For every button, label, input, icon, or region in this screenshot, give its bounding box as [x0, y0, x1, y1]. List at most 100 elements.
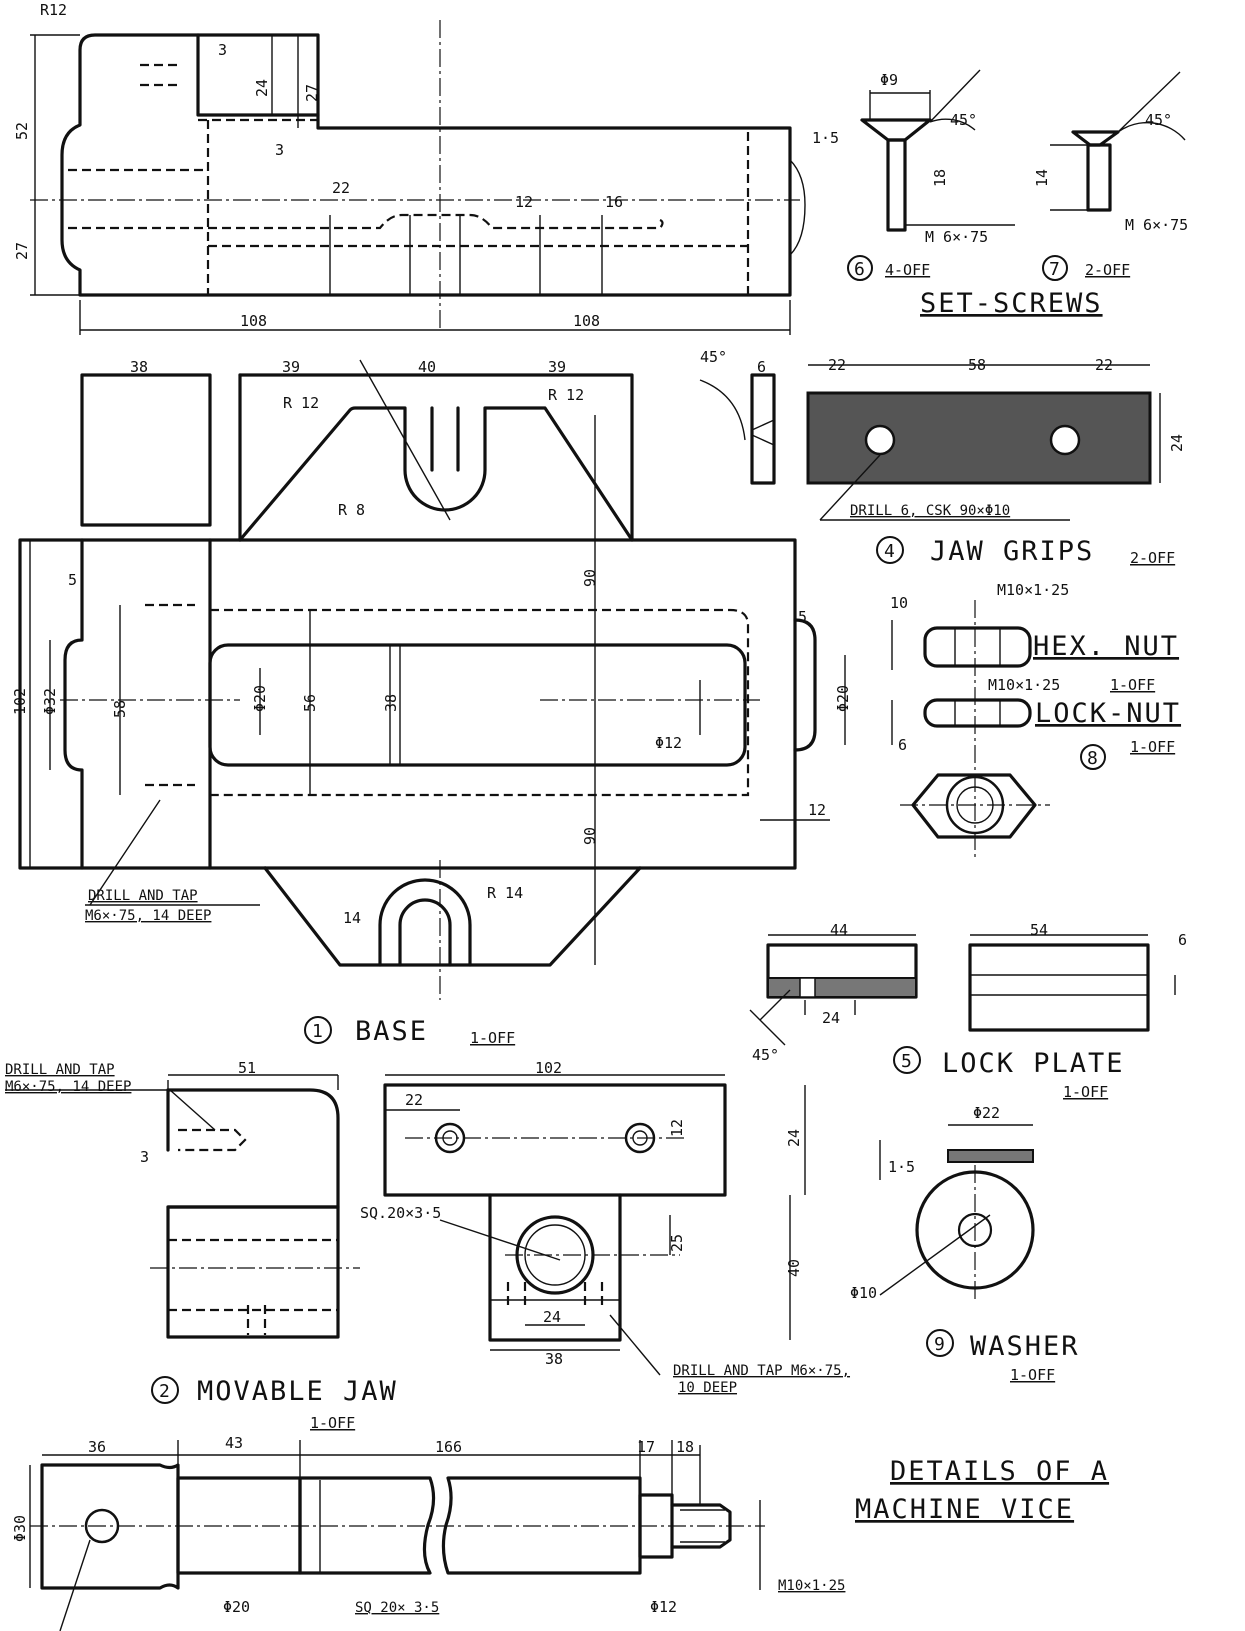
dim-52: 52: [13, 122, 31, 140]
dim-43: 43: [225, 1434, 243, 1452]
dim-54: 54: [1030, 921, 1048, 939]
lock-plate-view: [749, 934, 1176, 1046]
dim-45-grip: 45°: [700, 348, 727, 366]
dim-24-plate: 24: [822, 1009, 840, 1027]
dim-108-right: 108: [573, 312, 600, 330]
dim-102-base: 102: [11, 688, 29, 715]
svg-text:5: 5: [901, 1051, 912, 1072]
svg-text:4: 4: [884, 541, 895, 562]
nuts-label: 8 1-OFF: [1080, 738, 1175, 770]
svg-text:9: 9: [934, 1334, 945, 1355]
dim-45-6: 45°: [950, 111, 977, 129]
dim-58-base: 58: [111, 700, 129, 718]
dim-r12: R12: [40, 1, 67, 19]
svg-text:8: 8: [1087, 748, 1098, 769]
svg-text:1-OFF: 1-OFF: [310, 1414, 355, 1432]
dim-3-top: 3: [218, 41, 227, 59]
note-spindle-thread: M10×1·25: [778, 1578, 845, 1594]
svg-text:1-OFF: 1-OFF: [1130, 738, 1175, 756]
note-jaw-drill: DRILL AND TAP: [5, 1062, 115, 1078]
dim-39-left: 39: [282, 358, 300, 376]
lock-nut-title: LOCK-NUT: [1035, 698, 1181, 729]
dim-phi30: Φ30: [11, 1515, 29, 1542]
note-sq-thread: SQ.20×3·5: [360, 1204, 441, 1222]
dim-38-jaw: 38: [545, 1350, 563, 1368]
dim-3-jaw: 3: [140, 1148, 149, 1166]
hex-nut-view: [891, 600, 1050, 860]
dim-24-jaw-bottom: 24: [543, 1308, 561, 1326]
jaw-grips-view: [699, 364, 1161, 521]
washer-title: 9 WASHER 1-OFF: [926, 1329, 1080, 1384]
note-grip-drill: DRILL 6, CSK 90×Φ10: [850, 503, 1010, 519]
svg-text:2-OFF: 2-OFF: [1130, 549, 1175, 567]
note-locknut-thread: M10×1·25: [988, 676, 1060, 694]
svg-text:1-OFF: 1-OFF: [1010, 1366, 1055, 1384]
dim-25-jaw: 25: [668, 1234, 686, 1252]
dim-166: 166: [435, 1438, 462, 1456]
dim-12-right: 12: [808, 801, 826, 819]
movable-jaw-view: [5, 1074, 806, 1376]
dim-14-screw: 14: [1033, 169, 1051, 187]
note-base-drill-spec: M6×·75, 14 DEEP: [85, 908, 211, 924]
dim-6-grip: 6: [757, 358, 766, 376]
set-screw-6-view: [860, 69, 1015, 232]
dim-22-grip-left: 22: [828, 356, 846, 374]
svg-text:LOCK PLATE: LOCK PLATE: [942, 1048, 1125, 1079]
dim-5-left: 5: [68, 571, 77, 589]
movable-jaw-title: 2 MOVABLE JAW 1-OFF: [151, 1376, 396, 1432]
base-plan-view: [18, 359, 846, 1000]
dim-6-nut: 6: [898, 736, 907, 754]
dim-38-slot: 38: [382, 694, 400, 712]
dim-3-mid: 3: [275, 141, 284, 159]
dim-45-plate: 45°: [752, 1046, 779, 1064]
dim-58-grip: 58: [968, 356, 986, 374]
svg-text:1-OFF: 1-OFF: [1063, 1083, 1108, 1101]
svg-text:6: 6: [854, 259, 865, 280]
dim-24-grip: 24: [1168, 434, 1186, 452]
dim-phi12-base: Φ12: [655, 734, 682, 752]
dim-22-grip-right: 22: [1095, 356, 1113, 374]
dim-39-right: 39: [548, 358, 566, 376]
dim-1-5-washer: 1·5: [888, 1158, 915, 1176]
svg-text:BASE: BASE: [355, 1016, 428, 1047]
dim-22-base: 22: [332, 179, 350, 197]
dim-phi22: Φ22: [973, 1104, 1000, 1122]
svg-text:1-OFF: 1-OFF: [470, 1029, 515, 1047]
note-nut-thread: M10×1·25: [997, 581, 1069, 599]
dim-phi32: Φ32: [41, 688, 59, 715]
drawing-title-line2: MACHINE VICE: [855, 1494, 1074, 1525]
svg-text:2-OFF: 2-OFF: [1085, 261, 1130, 279]
dim-51: 51: [238, 1059, 256, 1077]
dim-24-jaw: 24: [785, 1129, 803, 1147]
dim-10-nut: 10: [890, 594, 908, 612]
dim-phi9: Φ9: [880, 71, 898, 89]
dim-16-base: 16: [605, 193, 623, 211]
note-spindle-sq: SQ 20× 3·5: [355, 1600, 439, 1616]
svg-text:7: 7: [1049, 259, 1060, 280]
dim-18-spindle: 18: [676, 1438, 694, 1456]
svg-text:WASHER: WASHER: [970, 1331, 1080, 1362]
set-screws-title: SET-SCREWS: [920, 288, 1103, 319]
svg-text:1: 1: [312, 1021, 323, 1042]
svg-text:4-OFF: 4-OFF: [885, 261, 930, 279]
dim-phi20-left: Φ20: [251, 685, 269, 712]
dim-r8: R 8: [338, 501, 365, 519]
dim-phi10: Φ10: [850, 1284, 877, 1302]
dim-1-5: 1·5: [812, 129, 839, 147]
dim-27-top: 27: [303, 84, 321, 102]
dim-44: 44: [830, 921, 848, 939]
lock-plate-title: 5 LOCK PLATE 1-OFF: [893, 1046, 1125, 1101]
svg-text:JAW GRIPS: JAW GRIPS: [930, 536, 1094, 567]
set-screw-6-label: 6 4-OFF: [847, 255, 930, 281]
jaw-grips-title: 4 JAW GRIPS 2-OFF: [876, 536, 1175, 567]
svg-text:2: 2: [159, 1381, 170, 1402]
dim-40-jaw: 40: [785, 1259, 803, 1277]
dim-phi20-right: Φ20: [834, 685, 852, 712]
note-jaw-drill-spec: M6×·75, 14 DEEP: [5, 1079, 131, 1095]
note-jaw-drill2: DRILL AND TAP M6×·75,: [673, 1363, 850, 1379]
dim-12-base: 12: [515, 193, 533, 211]
dim-r12-plan-left: R 12: [283, 394, 319, 412]
dim-24-top: 24: [253, 79, 271, 97]
dim-40-base: 40: [418, 358, 436, 376]
dim-90-lower: 90: [581, 827, 599, 845]
